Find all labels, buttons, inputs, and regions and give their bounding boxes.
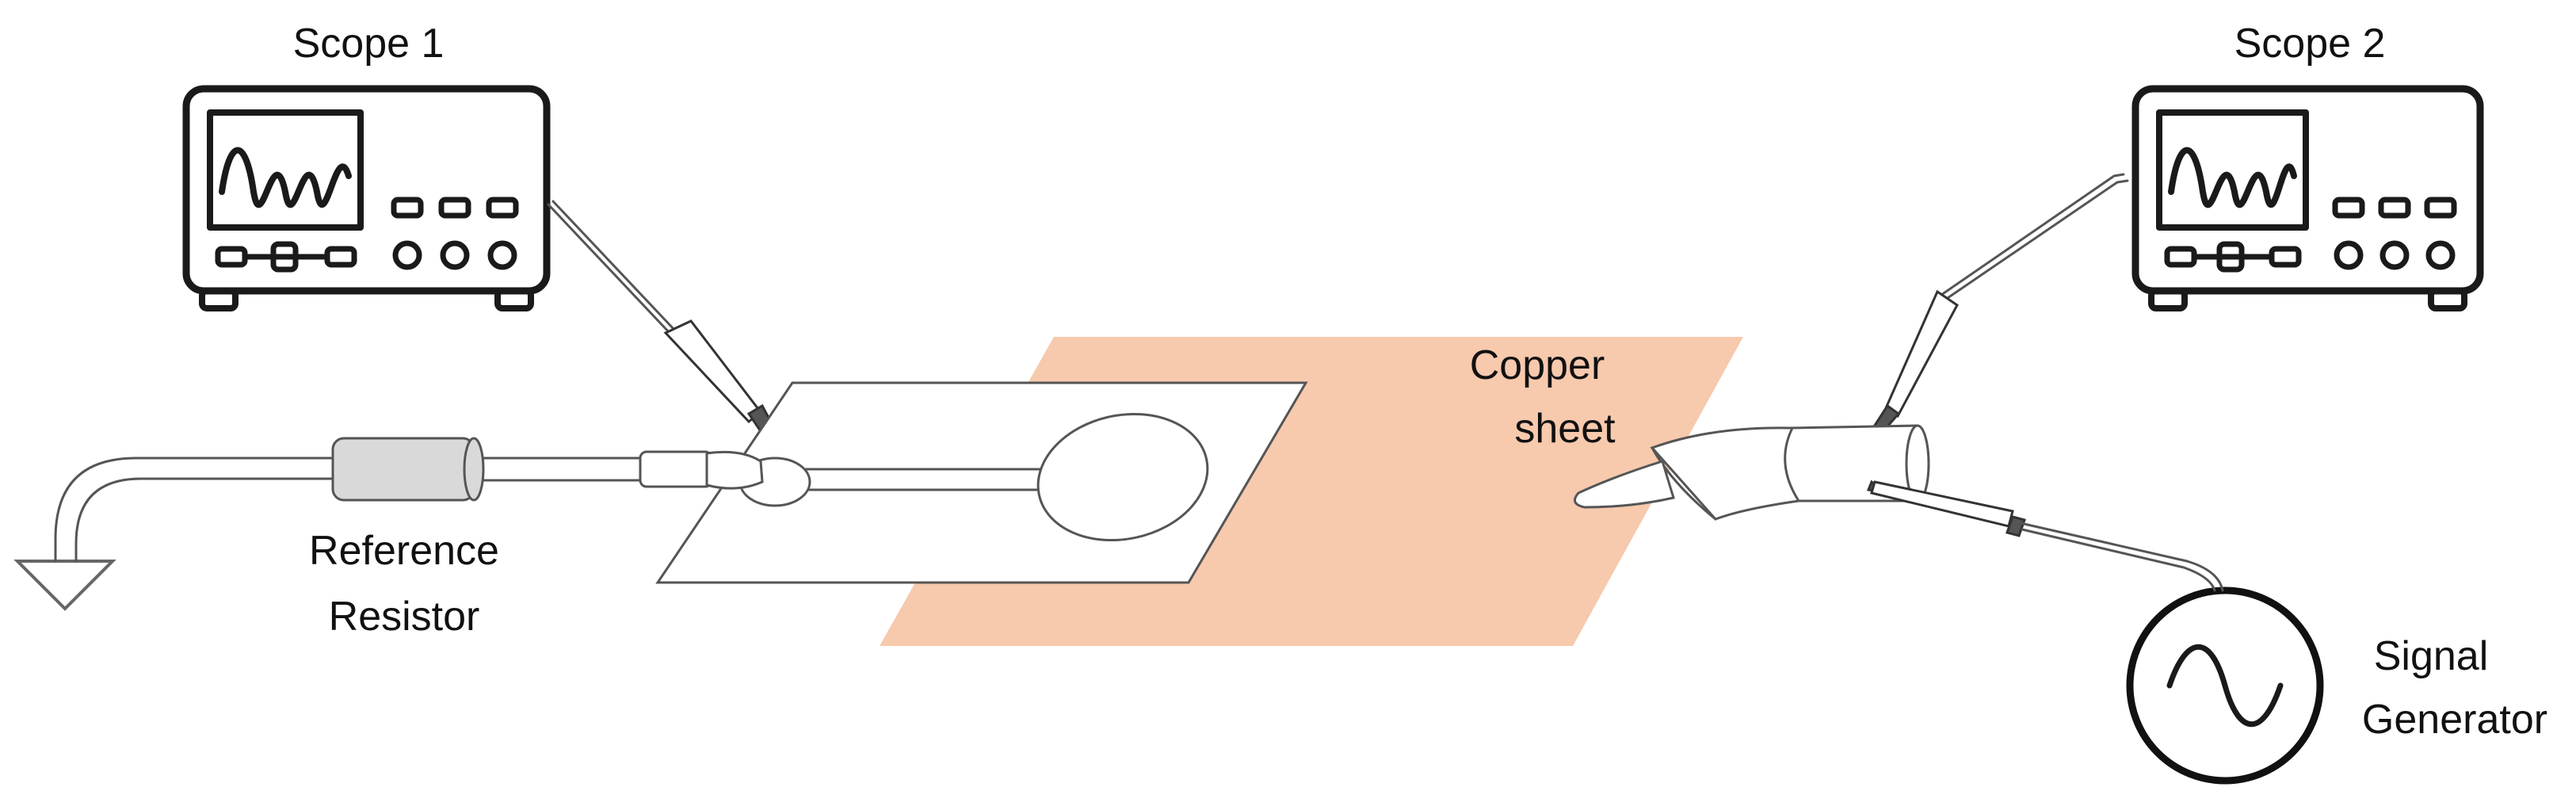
ground-symbol-icon bbox=[13, 560, 116, 611]
signal-generator-sine-wave-source-icon bbox=[2126, 586, 2324, 785]
sensor-card bbox=[655, 381, 1308, 584]
scope-2-label: Scope 2 bbox=[2234, 21, 2386, 67]
scope-2-probe-icon bbox=[1868, 173, 2129, 439]
scope-1-label: Scope 1 bbox=[293, 21, 445, 67]
copper-sheet-label-line1: Copper bbox=[1470, 342, 1605, 388]
scope-1-oscilloscope-icon bbox=[182, 85, 551, 311]
scope-2-oscilloscope-icon bbox=[2131, 85, 2484, 311]
reference-resistor-label-line1: Reference bbox=[309, 528, 499, 574]
ground-cable bbox=[54, 457, 334, 563]
scope-1-probe-icon bbox=[547, 200, 783, 447]
copper-sheet-label-line2: sheet bbox=[1514, 406, 1616, 452]
finger-tube bbox=[1650, 424, 1930, 521]
signal-generator-probe-icon bbox=[1866, 480, 2224, 592]
reference-resistor-label-line2: Resistor bbox=[329, 594, 480, 640]
signal-generator-label-line1: Signal bbox=[2374, 633, 2489, 679]
finger bbox=[1574, 460, 1675, 509]
signal-generator-label-line2: Generator bbox=[2362, 697, 2547, 743]
reference-resistor bbox=[331, 437, 713, 502]
